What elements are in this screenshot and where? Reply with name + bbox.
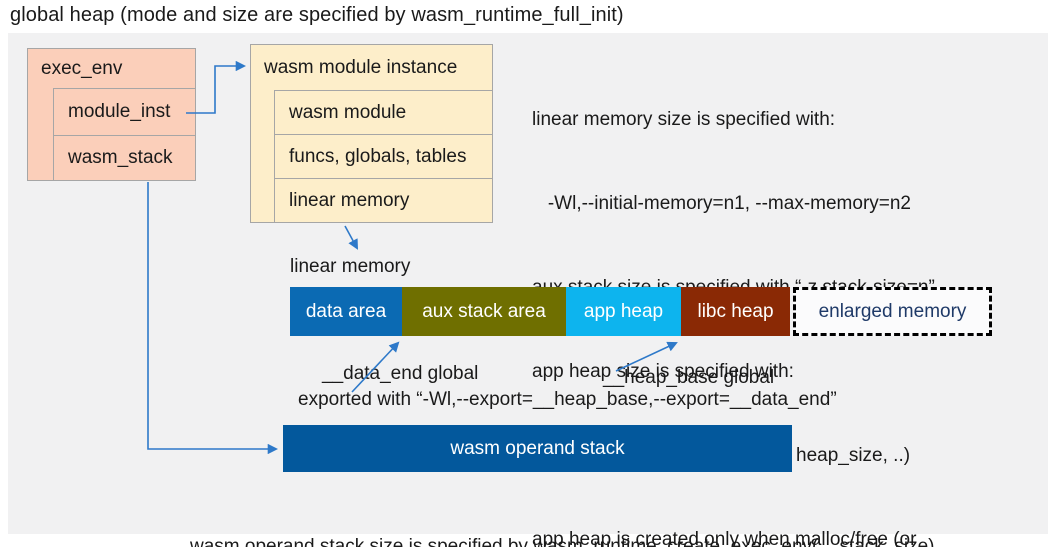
config-note-line: linear memory size is specified with: <box>532 109 836 130</box>
segment-enlarged-memory: enlarged memory <box>793 287 992 336</box>
exec-env-row-wasm-stack: wasm_stack <box>53 135 196 181</box>
exported-flags-label: exported with “-Wl,--export=__heap_base,… <box>298 389 837 410</box>
linear-memory-label: linear memory <box>290 256 411 277</box>
segment-app-heap: app heap <box>566 287 681 336</box>
config-note-line: -Wl,--initial-memory=n1, --max-memory=n2 <box>532 193 911 214</box>
segment-data-area: data area <box>290 287 402 336</box>
wasm-operand-stack-bar: wasm operand stack <box>283 425 792 472</box>
config-note-line: app heap is created only when malloc/fre… <box>532 529 917 547</box>
operand-stack-note-line: wasm operand stack size is specified by … <box>190 536 935 547</box>
exec-env-box: exec_env module_inst wasm_stack <box>27 48 196 181</box>
module-instance-title: wasm module instance <box>264 57 458 78</box>
segment-aux-stack-area: aux stack area <box>402 287 566 336</box>
heap-base-global-label: __heap_base global <box>603 367 775 388</box>
exec-env-row-module-inst: module_inst <box>53 88 196 136</box>
data-end-global-label: __data_end global <box>322 363 479 384</box>
segment-libc-heap: libc heap <box>681 287 790 336</box>
module-instance-row-wasm-module: wasm module <box>274 90 493 135</box>
module-instance-row-linear-memory: linear memory <box>274 178 493 223</box>
exec-env-title: exec_env <box>41 58 123 79</box>
module-instance-row-funcs-globals-tables: funcs, globals, tables <box>274 134 493 179</box>
module-instance-box: wasm module instance wasm module funcs, … <box>250 44 493 223</box>
operand-stack-notes: wasm operand stack size is specified by … <box>190 484 935 547</box>
diagram-title: global heap (mode and size are specified… <box>10 4 624 26</box>
